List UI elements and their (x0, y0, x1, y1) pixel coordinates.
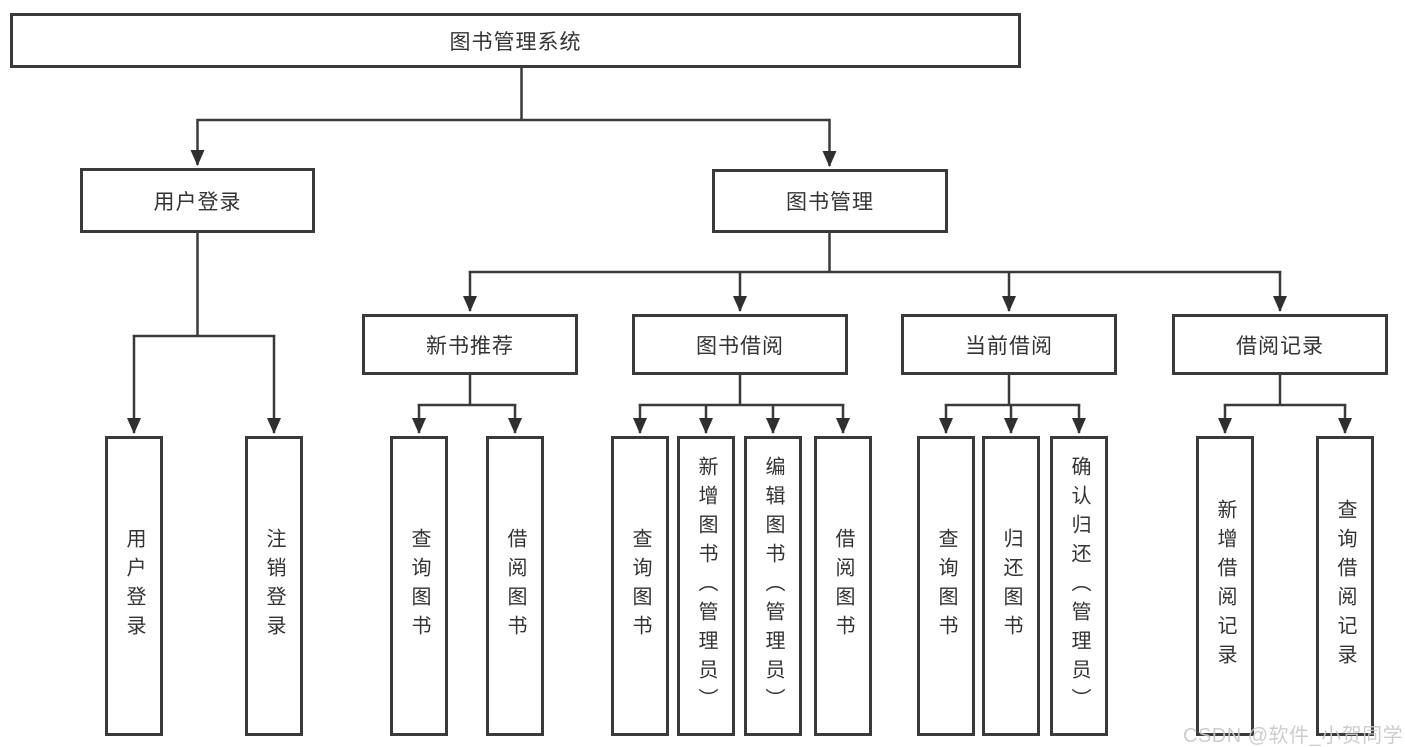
node-label: 新增借阅记录 (1214, 499, 1236, 673)
leaf-confirm-return-admin: 确认归还（管理员） (1050, 436, 1108, 736)
node-label: 注销登录 (263, 528, 285, 644)
node-current-borrowing: 当前借阅 (901, 314, 1117, 375)
node-book-borrowing: 图书借阅 (632, 314, 848, 375)
leaf-borrow-books-recommend: 借阅图书 (486, 436, 544, 736)
node-label: 图书管理系统 (449, 30, 582, 54)
watermark: CSDN @软件_小贺同学 (1183, 725, 1404, 747)
leaf-add-borrow-record: 新增借阅记录 (1196, 436, 1254, 736)
node-label: 借阅图书 (832, 528, 854, 644)
node-borrowing-records: 借阅记录 (1172, 314, 1388, 375)
leaf-edit-books-admin: 编辑图书（管理员） (744, 436, 802, 736)
node-label: 查询图书 (935, 528, 957, 644)
node-root-library-system: 图书管理系统 (10, 13, 1021, 68)
node-label: 查询图书 (408, 528, 430, 644)
node-label: 新书推荐 (426, 334, 514, 358)
node-label: 查询借阅记录 (1334, 499, 1356, 673)
node-label: 图书借阅 (696, 334, 784, 358)
leaf-query-books-recommend: 查询图书 (390, 436, 448, 736)
node-label: 查询图书 (629, 528, 651, 644)
leaf-query-books-borrow: 查询图书 (611, 436, 669, 736)
leaf-user-login: 用户登录 (105, 436, 163, 736)
node-book-management: 图书管理 (712, 169, 948, 233)
leaf-logout: 注销登录 (245, 436, 303, 736)
leaf-add-books-admin: 新增图书（管理员） (677, 436, 735, 736)
node-label: 图书管理 (786, 191, 874, 214)
leaf-query-borrow-record: 查询借阅记录 (1316, 436, 1374, 736)
leaf-borrow-books: 借阅图书 (814, 436, 872, 736)
node-label: 归还图书 (1000, 528, 1022, 644)
node-label: 确认归还（管理员） (1068, 455, 1090, 717)
node-label: 用户登录 (123, 528, 145, 644)
node-label: 编辑图书（管理员） (762, 455, 784, 717)
leaf-query-books-current: 查询图书 (917, 436, 975, 736)
leaf-return-books: 归还图书 (982, 436, 1040, 736)
node-label: 当前借阅 (965, 334, 1053, 358)
node-label: 借阅图书 (504, 528, 526, 644)
node-label: 借阅记录 (1236, 334, 1324, 358)
node-new-book-recommend: 新书推荐 (362, 314, 578, 375)
node-user-login: 用户登录 (80, 168, 315, 233)
node-label: 新增图书（管理员） (695, 455, 717, 717)
node-label: 用户登录 (153, 190, 242, 214)
